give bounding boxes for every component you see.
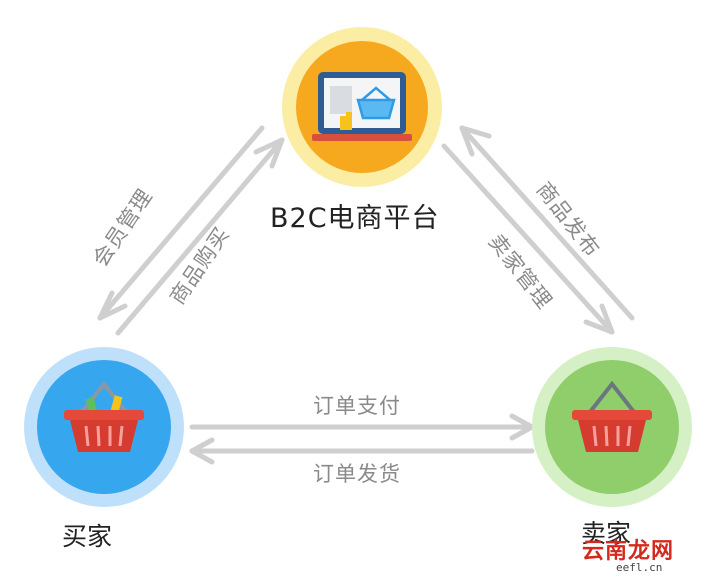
watermark: 云南龙网 eefl.cn bbox=[562, 533, 714, 577]
watermark-sub: eefl.cn bbox=[616, 561, 663, 574]
arrow-member-mgmt bbox=[97, 125, 265, 321]
basket-icon bbox=[572, 380, 652, 452]
arrow-seller-mgmt bbox=[441, 143, 615, 335]
computer-basket-icon bbox=[312, 72, 412, 141]
arrow-product-buy bbox=[115, 137, 285, 336]
arrow-product-publish bbox=[459, 125, 635, 321]
edge-label-order-pay: 订单支付 bbox=[313, 394, 401, 418]
arrow-order-ship bbox=[189, 437, 535, 465]
watermark-text: 云南龙网 bbox=[582, 539, 675, 564]
seller-title: 卖家 bbox=[581, 519, 632, 548]
platform-node bbox=[282, 27, 442, 187]
platform-title: B2C电商平台 bbox=[270, 203, 440, 234]
buyer-node bbox=[24, 347, 184, 507]
buyer-title: 买家 bbox=[62, 522, 113, 551]
seller-node bbox=[532, 347, 692, 507]
edge-label-order-ship: 订单发货 bbox=[313, 462, 401, 486]
basket-icon bbox=[64, 380, 144, 452]
